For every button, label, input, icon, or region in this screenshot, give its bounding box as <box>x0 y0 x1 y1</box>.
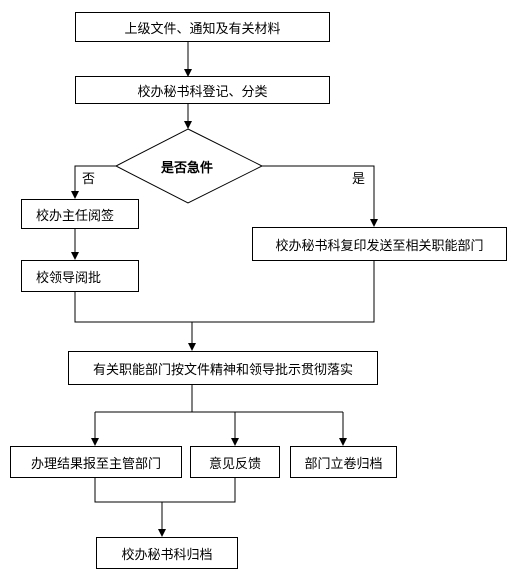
node-department-archive-label: 部门立卷归档 <box>304 456 383 472</box>
node-leader-approve: 校领导阅批 <box>21 260 139 292</box>
node-receive-docs-label: 上级文件、通知及有关材料 <box>124 21 281 37</box>
node-department-archive: 部门立卷归档 <box>290 446 397 478</box>
decision-diamond <box>114 128 264 204</box>
arrow-yes-to-copy <box>262 165 378 227</box>
node-director-review: 校办主任阅签 <box>21 199 139 229</box>
arrow-no-to-director <box>71 165 116 199</box>
branch-no-label: 否 <box>82 172 96 187</box>
line-leader-to-merge <box>74 261 375 323</box>
node-register-classify: 校办秘书科登记、分类 <box>75 76 330 104</box>
node-feedback-label: 意见反馈 <box>208 456 261 472</box>
node-leader-approve-label: 校领导阅批 <box>36 270 102 286</box>
node-register-classify-label: 校办秘书科登记、分类 <box>137 84 268 100</box>
line-report-feedback-merge <box>94 478 236 503</box>
node-director-review-label: 校办主任阅签 <box>36 208 115 224</box>
node-secretary-archive: 校办秘书科归档 <box>96 537 238 569</box>
node-feedback: 意见反馈 <box>190 446 280 478</box>
node-report-result-label: 办理结果报至主管部门 <box>30 456 161 472</box>
node-copy-send-departments: 校办秘书科复印发送至相关职能部门 <box>252 227 507 261</box>
node-implement: 有关职能部门按文件精神和领导批示贯彻落实 <box>68 351 378 385</box>
node-implement-label: 有关职能部门按文件精神和领导批示贯彻落实 <box>92 362 353 378</box>
decision-label: 是否急件 <box>161 161 214 176</box>
node-receive-docs: 上级文件、通知及有关材料 <box>75 12 330 42</box>
branch-yes-label: 是 <box>352 172 366 187</box>
node-secretary-archive-label: 校办秘书科归档 <box>121 547 213 563</box>
node-copy-send-departments-label: 校办秘书科复印发送至相关职能部门 <box>275 238 484 254</box>
node-report-result: 办理结果报至主管部门 <box>10 446 182 478</box>
